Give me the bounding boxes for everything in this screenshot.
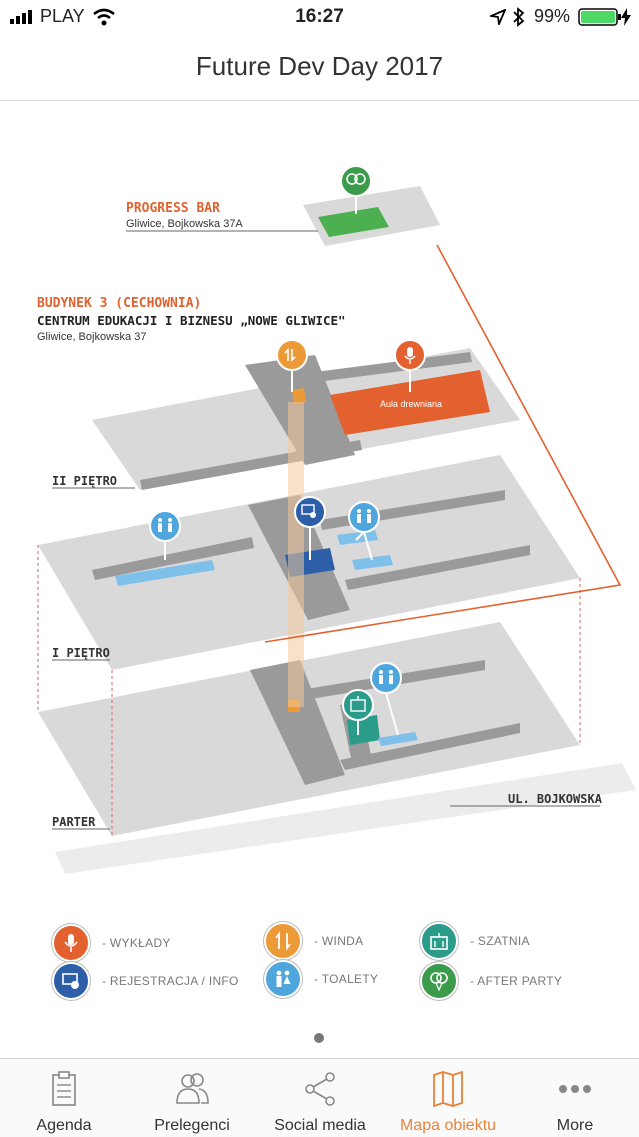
- street-strip: [55, 763, 636, 874]
- share-icon: [305, 1072, 335, 1106]
- signal-icon: [10, 10, 32, 24]
- elevator-pin: [276, 339, 308, 392]
- balloons-icon: [420, 962, 458, 1000]
- floor-label-ground: PARTER: [52, 815, 96, 829]
- map-icon: [433, 1071, 463, 1107]
- tab-label: Agenda: [36, 1117, 92, 1134]
- tab-agenda[interactable]: Agenda: [0, 1059, 128, 1137]
- clipboard-icon: [52, 1071, 76, 1106]
- toilets-pin-first-right: [348, 501, 380, 561]
- people-icon: [176, 1073, 209, 1104]
- charging-icon: [621, 8, 631, 26]
- tab-label: More: [556, 1117, 594, 1134]
- route-line: [264, 244, 622, 643]
- building-subtitle: CENTRUM EDUKACJI I BIZNESU „NOWE GLIWICE…: [37, 313, 346, 328]
- legend-item-toilets: - TOALETY: [264, 960, 378, 998]
- toilets-icon: [264, 960, 302, 998]
- registration-icon: [52, 962, 90, 1000]
- registration-pin: [294, 496, 326, 560]
- legend-item-lectures: - WYKŁADY: [52, 924, 171, 962]
- ground-corridor: [250, 660, 345, 785]
- status-bar: PLAY 16:27 99%: [0, 0, 639, 34]
- clock: 16:27: [295, 6, 344, 27]
- location-icon: [490, 9, 506, 25]
- tab-more[interactable]: More: [511, 1059, 639, 1137]
- cloakroom-pin: [342, 689, 374, 735]
- tab-bar: Agenda Prelegenci Social media Mapa obie…: [0, 1058, 639, 1137]
- bluetooth-icon: [513, 7, 525, 27]
- toilets-pin-first-left: [149, 510, 181, 560]
- street-label: UL. BOJKOWSKA: [508, 792, 603, 806]
- wifi-icon: [93, 8, 115, 26]
- tab-prelegenci[interactable]: Prelegenci: [128, 1059, 256, 1137]
- battery-percent: 99%: [534, 6, 571, 26]
- page-indicator: [314, 1033, 324, 1043]
- more-icon: [559, 1085, 591, 1093]
- elevator-shaft: [288, 402, 304, 707]
- legend-item-after-party: - AFTER PARTY: [420, 962, 562, 1000]
- aula-drewniana: [330, 370, 490, 435]
- lectures-pin: [394, 339, 426, 392]
- microphone-icon: [52, 924, 90, 962]
- venue-map[interactable]: PROGRESS BAR Gliwice, Bojkowska 37A BUDY…: [0, 101, 639, 916]
- after-party-pin: [340, 165, 372, 214]
- battery-icon: [578, 8, 621, 26]
- tab-label: Mapa obiektu: [399, 1117, 497, 1134]
- tab-label: Prelegenci: [154, 1117, 230, 1134]
- legend-item-elevator: - WINDA: [264, 922, 363, 960]
- building-address: Gliwice, Bojkowska 37: [37, 331, 146, 343]
- tab-social-media[interactable]: Social media: [256, 1059, 384, 1137]
- floor-label-second: II PIĘTRO: [52, 474, 117, 488]
- progress-bar-title: PROGRESS BAR: [126, 201, 220, 216]
- legend: - WYKŁADY - WINDA - SZATNIA - REJESTRACJ…: [0, 918, 639, 1008]
- hall-label: Aula drewniana: [380, 399, 442, 409]
- cloakroom-icon: [420, 922, 458, 960]
- nav-bar: Future Dev Day 2017: [0, 34, 639, 101]
- toilets-pin-ground: [370, 662, 402, 736]
- tab-mapa-obiektu[interactable]: Mapa obiektu: [384, 1059, 512, 1137]
- progress-bar-address: Gliwice, Bojkowska 37A: [126, 218, 243, 230]
- elevator-icon: [264, 922, 302, 960]
- legend-item-registration: - REJESTRACJA / INFO: [52, 962, 239, 1000]
- building-title: BUDYNEK 3 (CECHOWNIA): [37, 296, 201, 311]
- carrier-name: PLAY: [40, 6, 85, 26]
- legend-item-cloakroom: - SZATNIA: [420, 922, 530, 960]
- page-title: Future Dev Day 2017: [195, 51, 444, 81]
- tab-label: Social media: [274, 1117, 366, 1134]
- floor-label-first: I PIĘTRO: [52, 646, 110, 660]
